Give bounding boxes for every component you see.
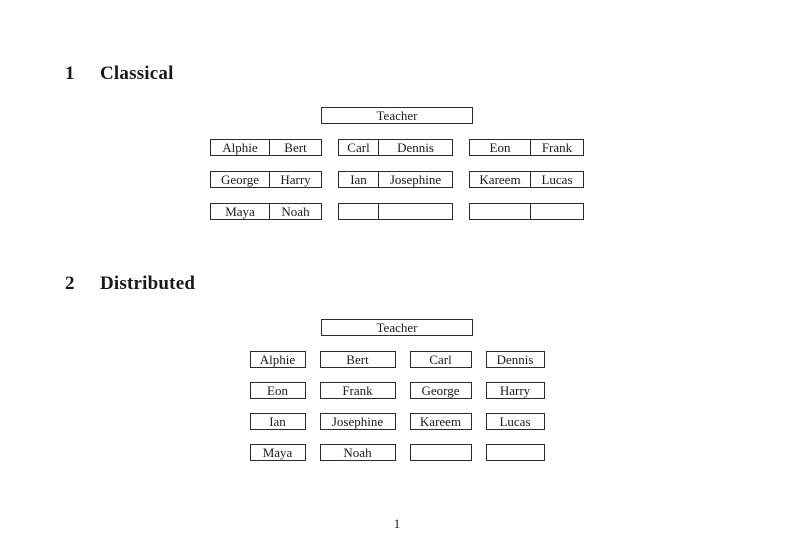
seat-box: Bert xyxy=(319,351,396,368)
section-title: Distributed xyxy=(100,273,196,294)
seat-box: Frank xyxy=(319,382,396,399)
seat-box: Noah xyxy=(319,444,396,461)
seat-box: Dennis xyxy=(485,351,545,368)
seat-cell: Eon xyxy=(470,140,531,155)
seat-cell-empty xyxy=(339,204,379,219)
seat-cell-empty xyxy=(379,204,452,219)
seat-cell: Carl xyxy=(339,140,379,155)
seat-box-empty xyxy=(409,444,472,461)
desk: Kareem Lucas xyxy=(469,171,584,188)
seat-cell: Bert xyxy=(284,140,307,155)
seat-box: Eon xyxy=(249,382,306,399)
section-number: 1 xyxy=(65,63,75,84)
seat-box: Lucas xyxy=(485,413,545,430)
page-number: 1 xyxy=(393,516,401,531)
desk: Ian Josephine xyxy=(338,171,453,188)
section-heading-distributed: 2 Distributed xyxy=(65,273,195,295)
seat-box: Maya xyxy=(249,444,306,461)
seat-cell: Dennis xyxy=(397,140,434,155)
seat-cell: Frank xyxy=(541,140,573,155)
seat-cell: Alphie xyxy=(211,140,270,155)
desk-row: Maya Noah xyxy=(210,203,584,220)
seat-box: Josephine xyxy=(319,413,396,430)
seat-cell: Josephine xyxy=(389,172,442,187)
desk: George Harry xyxy=(210,171,322,188)
seat-box: Harry xyxy=(485,382,545,399)
seat-box: Kareem xyxy=(409,413,472,430)
seat-box: Ian xyxy=(249,413,306,430)
seat-row: Alphie Bert Carl Dennis xyxy=(249,351,545,368)
seat-cell: Lucas xyxy=(541,172,573,187)
desk: Eon Frank xyxy=(469,139,584,156)
seat-cell-empty xyxy=(470,204,531,219)
seat-row: Eon Frank George Harry xyxy=(249,382,545,399)
seat-box: George xyxy=(409,382,472,399)
desk: Alphie Bert xyxy=(210,139,322,156)
seat-box: Carl xyxy=(409,351,472,368)
desk-empty xyxy=(338,203,453,220)
desk-row: George Harry Ian Josephine Kareem Lucas xyxy=(210,171,584,188)
desk-row: Alphie Bert Carl Dennis Eon Frank xyxy=(210,139,584,156)
seat-box-empty xyxy=(485,444,545,461)
section-number: 2 xyxy=(65,273,75,294)
section-title: Classical xyxy=(100,63,174,84)
seat-row: Maya Noah xyxy=(249,444,545,461)
seat-cell: Noah xyxy=(281,204,310,219)
seat-cell: Kareem xyxy=(470,172,531,187)
seat-cell-empty xyxy=(531,204,583,219)
seat-cell: Ian xyxy=(339,172,379,187)
teacher-box: Teacher xyxy=(321,319,473,336)
desk: Carl Dennis xyxy=(338,139,453,156)
classical-seating-diagram: Teacher Alphie Bert Carl Dennis Eon Fran… xyxy=(0,107,794,235)
teacher-box: Teacher xyxy=(321,107,473,124)
desk: Maya Noah xyxy=(210,203,322,220)
distributed-seating-diagram: Teacher Alphie Bert Carl Dennis Eon Fran… xyxy=(0,319,794,475)
seat-row: Ian Josephine Kareem Lucas xyxy=(249,413,545,430)
seat-box: Alphie xyxy=(249,351,306,368)
section-heading-classical: 1 Classical xyxy=(65,63,174,85)
seat-cell: George xyxy=(211,172,270,187)
desk-empty xyxy=(469,203,584,220)
seat-cell: Maya xyxy=(211,204,270,219)
seat-cell: Harry xyxy=(280,172,311,187)
